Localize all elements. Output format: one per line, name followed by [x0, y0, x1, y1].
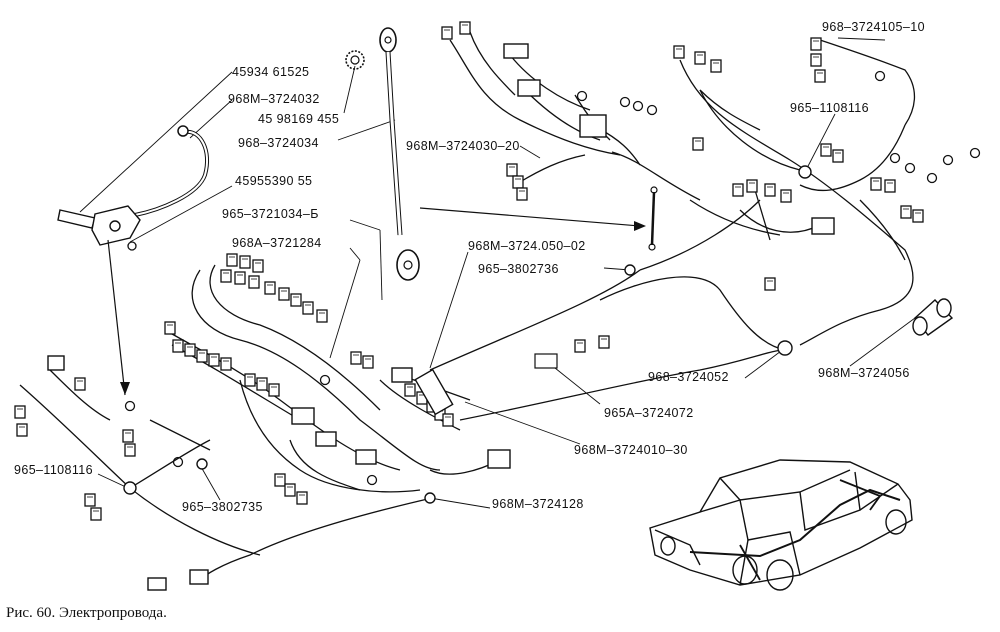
battery-cable [57, 125, 209, 396]
label-965-1108116-right: 965–1108116 [790, 101, 869, 115]
label-45-98169-455: 45 98169 455 [258, 112, 339, 126]
label-968m-3724032: 968М–3724032 [228, 92, 320, 106]
grommet-plug [912, 298, 954, 336]
label-965-3721034-b: 965–3721034–Б [222, 207, 319, 221]
label-968m-3724030-20: 968М–3724030–20 [406, 139, 520, 153]
label-968m-3724050-02: 968М–3724.050–02 [468, 239, 586, 253]
part-labels: 45934 61525 968М–3724032 45 98169 455 96… [14, 20, 925, 514]
right-harness-connectors [624, 37, 981, 356]
label-968m-3724056: 968М–3724056 [818, 366, 910, 380]
label-965a-3724072: 965А–3724072 [604, 406, 694, 420]
car-sketch [649, 459, 913, 591]
label-968m-3724010-30: 968М–3724010–30 [574, 443, 688, 457]
ground-strap [345, 27, 658, 281]
label-968m-3724128: 968М–3724128 [492, 497, 584, 511]
label-968-3724105-10: 968–3724105–10 [822, 20, 925, 34]
label-965-3802735: 965–3802735 [182, 500, 263, 514]
figure-caption: Рис. 60. Электропровода. [6, 605, 167, 621]
upper-harness [449, 31, 781, 236]
label-965-1108116-left: 965–1108116 [14, 463, 93, 477]
label-965-3802736: 965–3802736 [478, 262, 559, 276]
main-harness [19, 264, 501, 581]
label-968-3724034: 968–3724034 [238, 136, 319, 150]
right-harness [429, 39, 916, 421]
label-45934-61525: 45934 61525 [232, 65, 309, 79]
upper-harness-connectors [441, 21, 658, 201]
label-45955390-55: 45955390 55 [235, 174, 312, 188]
label-968a-3721284: 968А–3721284 [232, 236, 322, 250]
label-968-3724052: 968–3724052 [648, 370, 729, 384]
main-harness-connectors [14, 253, 610, 591]
